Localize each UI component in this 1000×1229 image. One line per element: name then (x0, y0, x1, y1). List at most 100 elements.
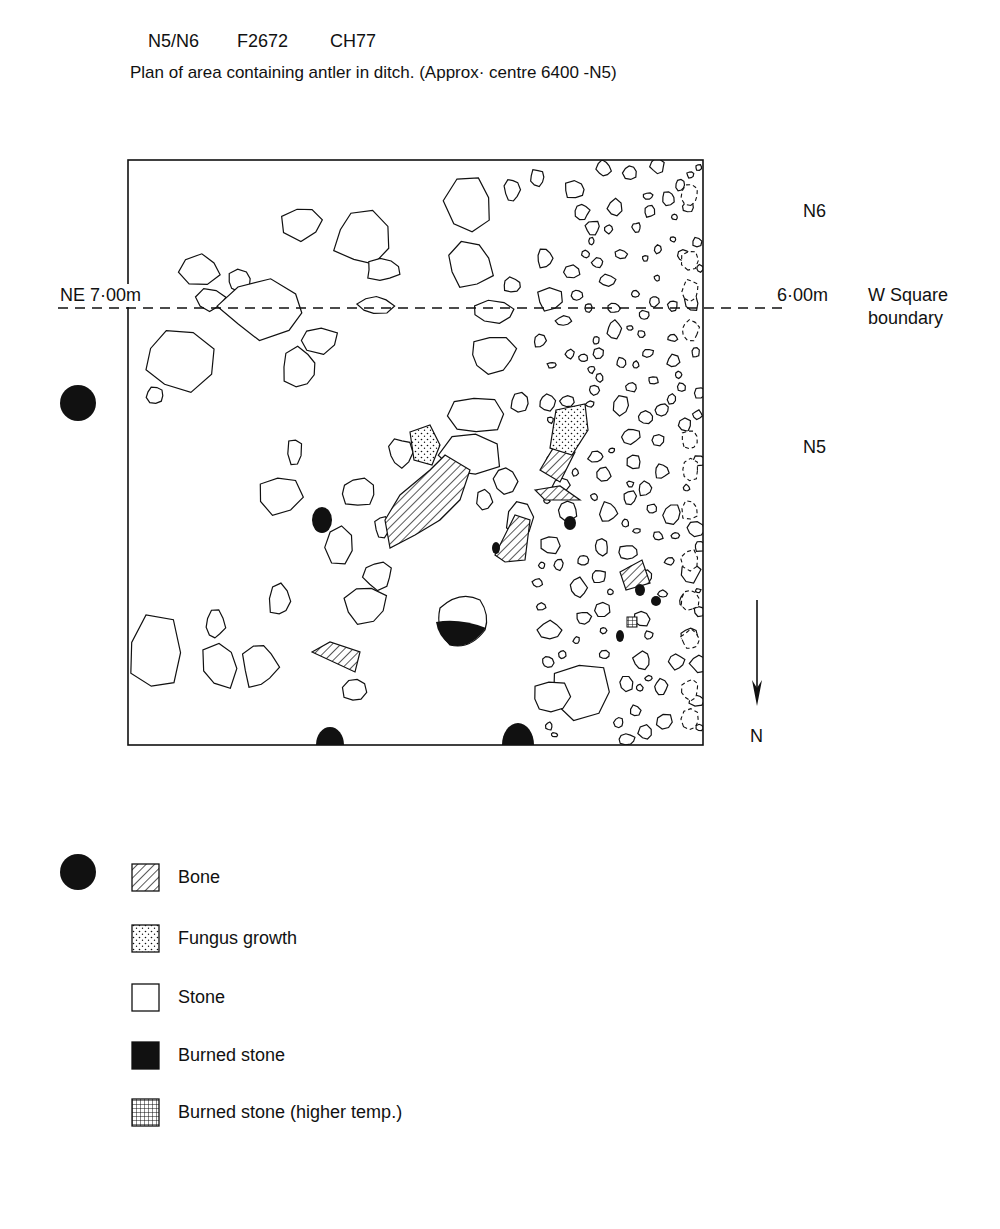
legend-text: Burned stone (higher temp.) (178, 1101, 402, 1124)
legend-text: Burned stone (178, 1044, 285, 1067)
stone (543, 657, 554, 668)
stone (217, 279, 302, 341)
stone (656, 464, 669, 478)
stone (638, 411, 652, 424)
stone (389, 439, 413, 468)
stone (647, 504, 656, 513)
stone (626, 383, 637, 392)
stone (363, 562, 392, 591)
stone (260, 478, 303, 515)
stone (546, 722, 552, 730)
stone (547, 363, 556, 368)
stone (617, 358, 626, 368)
stone (650, 160, 665, 174)
stone (589, 238, 594, 245)
stone (559, 651, 566, 659)
stone (687, 172, 694, 178)
site-code: CH77 (330, 30, 376, 53)
stone (535, 334, 547, 347)
stone (624, 491, 636, 505)
stone (206, 610, 226, 638)
edge-stone (681, 709, 698, 730)
burned-stone (316, 727, 344, 745)
square-label: N6 (803, 200, 826, 223)
stone (554, 559, 563, 570)
legend-swatch (132, 864, 159, 891)
stone (588, 451, 603, 462)
stone (565, 349, 574, 359)
stone (678, 418, 690, 431)
stone (596, 373, 603, 382)
stone (146, 387, 163, 403)
plan-frame (128, 160, 703, 745)
stone (539, 562, 545, 568)
stone (532, 579, 542, 587)
fungus-growth (410, 425, 440, 465)
legend-text: Fungus growth (178, 927, 297, 950)
edge-stone (681, 590, 699, 610)
stone (585, 221, 599, 235)
stone (654, 245, 661, 254)
stone (693, 410, 703, 420)
stone (676, 371, 682, 378)
stone (637, 684, 644, 691)
legend-text: Bone (178, 866, 220, 889)
stone (633, 529, 640, 533)
stone (667, 301, 676, 311)
bone (535, 486, 580, 500)
stone (146, 331, 214, 393)
legend-swatch (132, 984, 159, 1011)
feature-number: F2672 (237, 30, 288, 53)
stone (449, 241, 494, 287)
stone (653, 532, 663, 540)
stone (572, 468, 578, 476)
stone (633, 651, 649, 669)
edge-stone (681, 629, 700, 648)
stone (531, 170, 544, 187)
stone (620, 676, 633, 691)
stone (639, 481, 651, 496)
stone (475, 300, 514, 323)
burned-stone (616, 630, 624, 642)
burned-stone (492, 542, 500, 554)
stone (535, 682, 571, 712)
stone (564, 265, 580, 278)
burned-stone (436, 621, 486, 646)
stone (672, 214, 678, 219)
stone (342, 478, 373, 505)
stone (537, 603, 546, 610)
stone (643, 256, 648, 261)
stone (671, 533, 680, 539)
edge-stone (682, 431, 697, 449)
stone (695, 542, 703, 552)
stone (578, 556, 589, 565)
stone (573, 637, 579, 644)
burned-stone (635, 584, 645, 596)
stone (631, 705, 641, 716)
stone (696, 165, 701, 171)
stone (325, 526, 352, 564)
registration-dot (60, 854, 96, 890)
stone (633, 361, 639, 368)
stone (694, 388, 703, 398)
stone (595, 602, 610, 616)
stone (663, 192, 674, 206)
stone (342, 679, 366, 700)
stone (654, 275, 659, 281)
stone (619, 546, 637, 559)
stone (627, 455, 640, 469)
stone (203, 643, 237, 688)
stone (645, 631, 653, 639)
stone (597, 467, 611, 481)
stone (697, 264, 703, 272)
stone (608, 589, 614, 595)
stone (657, 714, 673, 729)
stone (582, 250, 590, 258)
stone (593, 348, 603, 359)
edge-stone (681, 252, 698, 271)
stone (540, 394, 556, 411)
north-arrow-head (752, 680, 762, 706)
registration-dot (60, 385, 96, 421)
stone (243, 646, 280, 688)
stone (615, 250, 627, 259)
